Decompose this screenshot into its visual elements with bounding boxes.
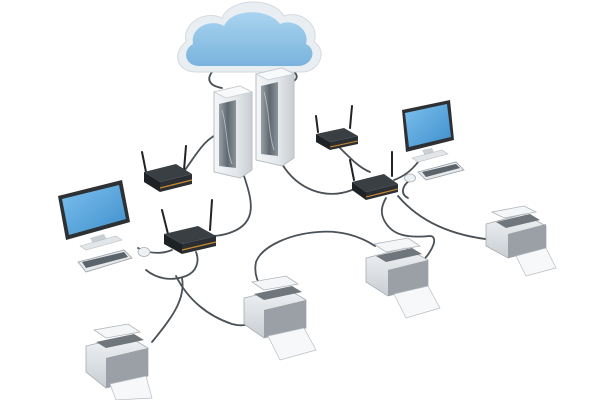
cable-router-monitor-right: [393, 161, 419, 181]
cable-router-left-down: [145, 251, 199, 280]
cable-printer-right-to-mid: [254, 230, 376, 289]
keyboard-icon: [77, 249, 133, 273]
printer-icon: [485, 205, 557, 277]
desktop-monitor-icon: [402, 100, 454, 163]
printer-icon: [365, 237, 441, 319]
wifi-router-icon: [315, 105, 359, 150]
cable-router-printer-mid: [175, 275, 253, 327]
cable-router-printer-right: [380, 197, 436, 275]
server-tower-icon: [254, 67, 296, 167]
desktop-monitor-icon: [58, 180, 130, 251]
cable-router-printer-far-right: [397, 195, 495, 241]
cloud-icon: [177, 1, 322, 73]
mouse-icon: [137, 247, 151, 257]
wifi-router-icon: [141, 145, 193, 192]
cable-cloud-server-left: [208, 71, 223, 89]
mouse-icon: [404, 173, 416, 183]
wifi-router-icon: [349, 151, 399, 200]
cable-router-printer-bottom-left: [151, 277, 184, 343]
cable-mouse-right: [402, 179, 411, 199]
printer-icon: [243, 275, 317, 361]
cable-server-router-right: [281, 163, 353, 195]
keyboard-icon: [417, 161, 465, 181]
cable-server-router-lower-left: [207, 175, 252, 237]
server-tower-icon: [212, 85, 254, 179]
wifi-router-icon: [161, 199, 217, 254]
cable-router-right-top: [339, 147, 371, 173]
printer-icon: [85, 323, 153, 400]
